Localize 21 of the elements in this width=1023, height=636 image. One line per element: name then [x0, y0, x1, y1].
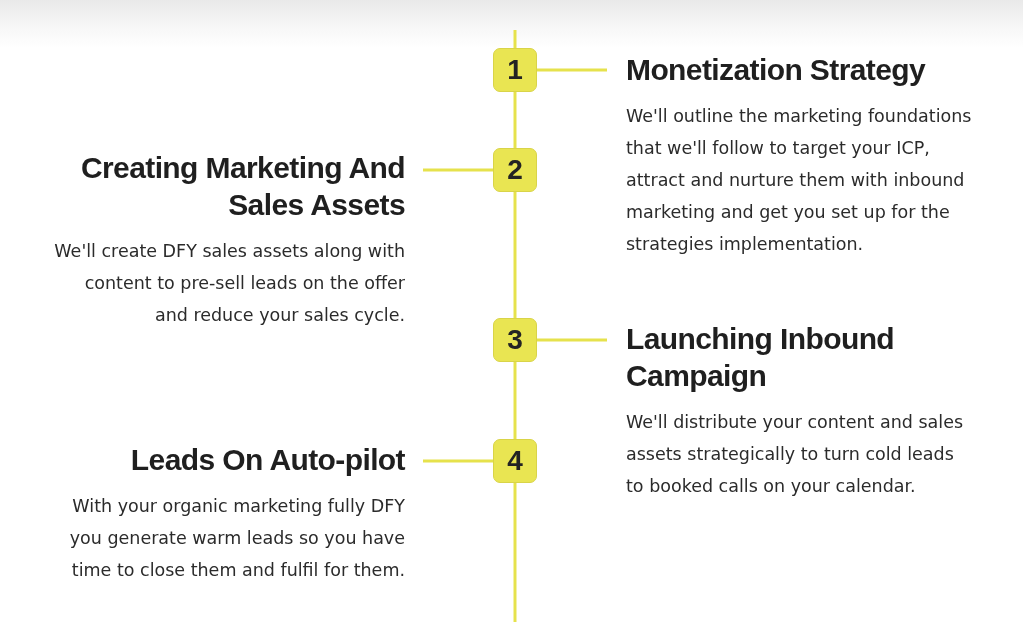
timeline-line: [513, 362, 517, 439]
step-description: We'll distribute your content and sales assets strategically to turn cold leads to booked calls on your calendar.: [626, 411, 965, 498]
step-number-badge: 3: [493, 318, 537, 362]
connector-line: [537, 68, 607, 72]
step-description: We'll outline the marketing foundations that we'll follow to target your ICP, attract and nurture them with inbound marketing and get you set up for the strategies implementation.: [626, 105, 973, 256]
step-number-badge: 1: [493, 48, 537, 92]
step-description: We'll create DFY sales assets along with content to pre-sell leads on the offer and reduce your sales cycle.: [53, 240, 405, 327]
step-heading: Leads On Auto-pilot: [129, 442, 405, 478]
step-heading: Launching Inbound Campaign: [626, 321, 896, 394]
timeline-line: [513, 92, 517, 148]
step-number-badge: 4: [493, 439, 537, 483]
step-heading: Creating Marketing And Sales Assets: [79, 150, 405, 223]
timeline-line: [513, 30, 517, 48]
step-number-badge: 2: [493, 148, 537, 192]
timeline-line: [513, 192, 517, 318]
connector-line: [537, 338, 607, 342]
step-heading: Monetization Strategy: [626, 52, 927, 88]
step-description: With your organic marketing fully DFY you generate warm leads so you have time to close them and fulfil for them.: [68, 495, 405, 582]
connector-line: [423, 168, 493, 172]
connector-line: [423, 459, 493, 463]
timeline-line: [513, 483, 517, 622]
